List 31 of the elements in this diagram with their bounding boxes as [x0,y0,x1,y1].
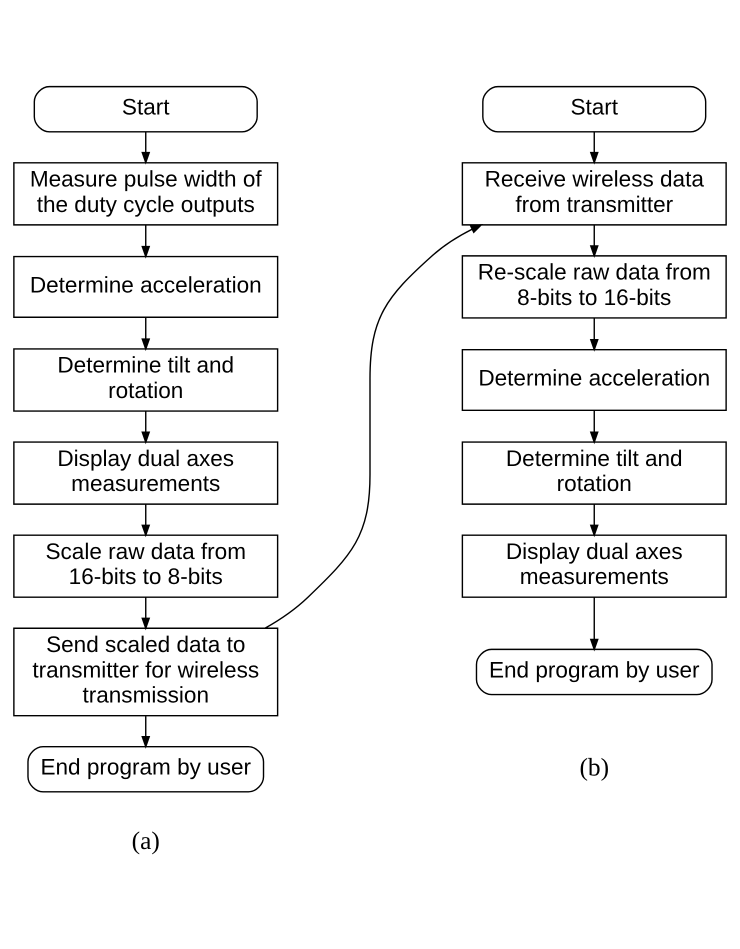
node-box: Scale raw data from 16-bits to 8-bits [13,534,278,598]
arrow [141,132,150,165]
arrow [590,318,599,352]
arrow [590,504,599,538]
node-box: Determine acceleration [462,348,727,412]
node-box: Display dual axes measurements [13,441,278,505]
arrow [590,410,599,444]
arrow [141,597,150,630]
node-box: Determine tilt and rotation [13,348,278,412]
node-box: Send scaled data to transmitter for wireless transmission [13,628,278,716]
label: (a) [132,826,160,855]
arrow [590,597,599,652]
label: (b) [579,753,610,782]
arrow [141,716,150,749]
node-box: Re-scale raw data from 8-bits to 16-bits [462,255,727,319]
node-box: Start [34,86,258,132]
node-box: End program by user [27,746,264,793]
node-box: Display dual axes measurements [462,534,727,598]
arrow [141,411,150,444]
node-box: End program by user [476,648,713,696]
arrow [141,504,150,538]
node-box: Determine acceleration [13,256,278,318]
node-box: Start [482,86,706,132]
node-box: Measure pulse width of the duty cycle outputs [13,162,278,226]
node-box: Receive wireless data from transmitter [462,162,727,226]
arrow [590,225,599,258]
arrow [590,132,599,165]
node-box: Determine tilt and rotation [462,441,727,505]
arrow [141,317,150,352]
arrow [264,224,484,629]
arrow [141,225,150,259]
